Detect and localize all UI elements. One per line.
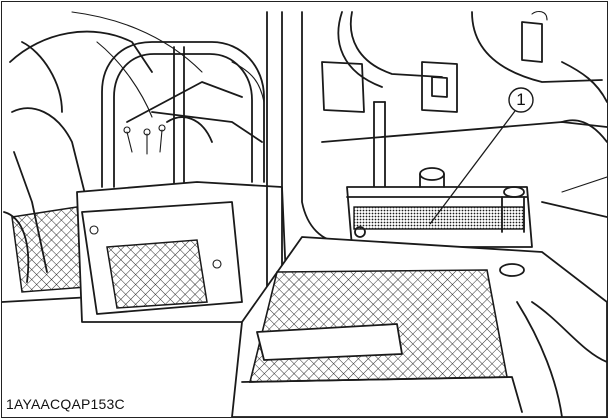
filter-element	[346, 167, 533, 248]
right-side-structure	[516, 176, 607, 417]
center-floor-panel	[231, 226, 607, 417]
callout-leader	[429, 87, 534, 225]
grab-handle-frame	[101, 41, 265, 188]
figure-caption: 1AYAACQAP153C	[6, 396, 125, 412]
callout-number: 1	[516, 90, 526, 109]
callout-circle	[508, 87, 534, 113]
upper-right-cab	[321, 10, 607, 143]
side-step-box	[76, 181, 288, 323]
control-levers	[123, 116, 213, 155]
leader-line	[429, 110, 516, 225]
